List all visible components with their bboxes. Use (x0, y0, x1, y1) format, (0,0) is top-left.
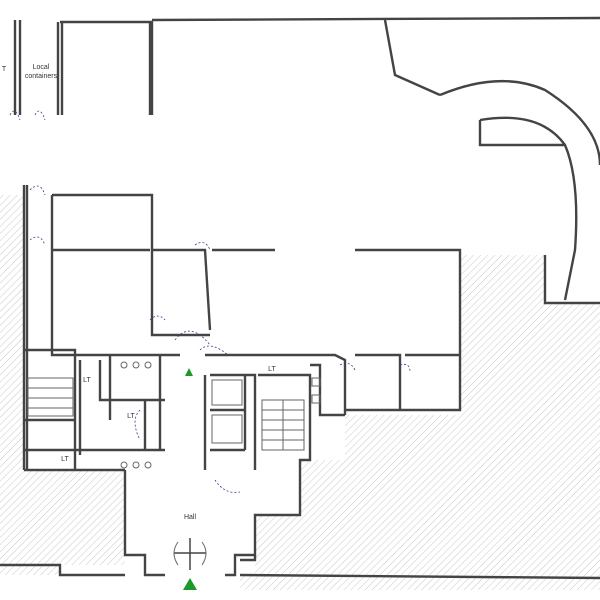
room-label-local-containers: Local containers (24, 64, 58, 80)
exit-marker-icon (183, 578, 197, 590)
fixtures (27, 361, 321, 469)
door-swings (9, 110, 411, 493)
exit-marker-icon (185, 368, 193, 376)
exterior-hatch-right (240, 255, 600, 590)
room-label-lt: LT (268, 366, 276, 373)
room-label-lt: LT (83, 377, 91, 384)
room-label-hall: Hall (183, 514, 197, 521)
room-label-lt: LT (127, 413, 135, 420)
walls (0, 16, 600, 580)
room-label-lt: LT (61, 456, 69, 463)
revolving-door-icon (173, 538, 207, 570)
room-label-lt-partial: T (1, 66, 7, 73)
exterior-hatch-left (0, 195, 125, 575)
